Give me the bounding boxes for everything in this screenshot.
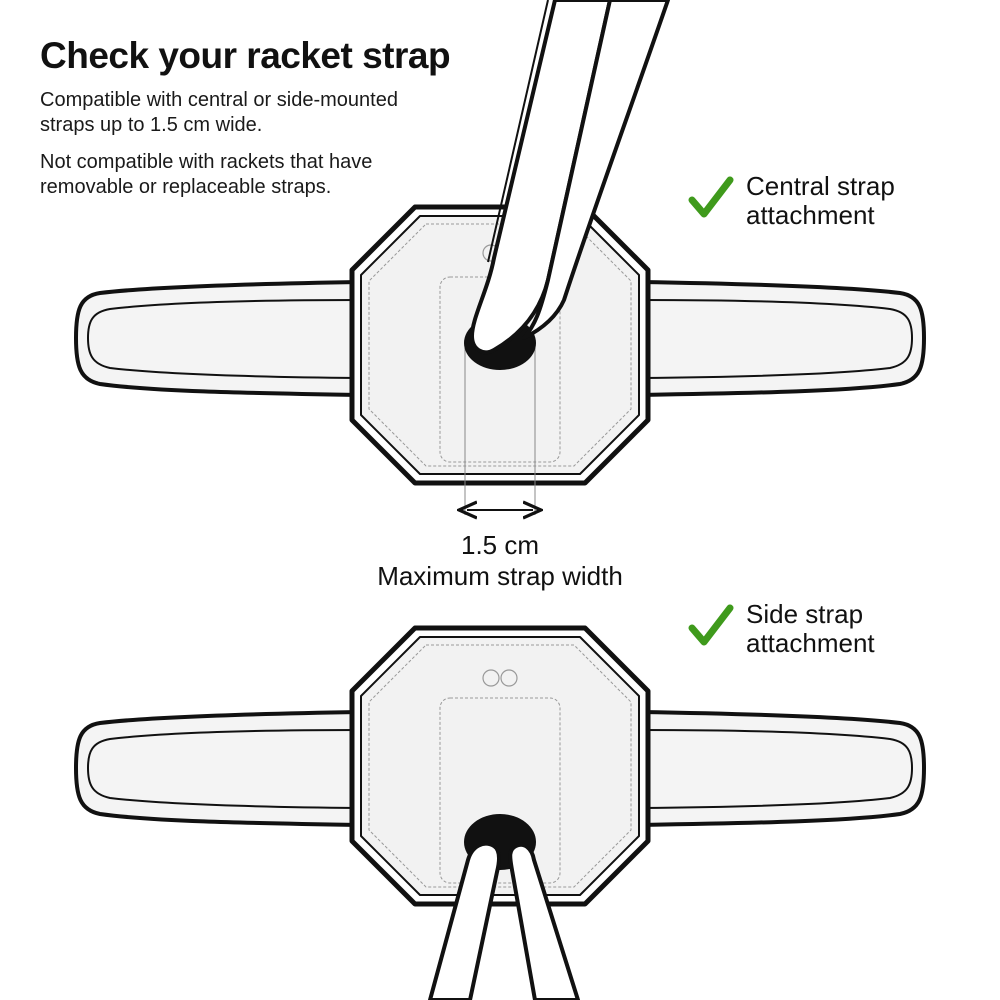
band-right-bottom [638,710,926,827]
central-strap-option: Central strap attachment [688,172,895,230]
band-left [74,280,362,397]
measurement-caption: Maximum strap width [377,561,623,591]
compatibility-note: Compatible with central or side-mounted … [40,89,398,136]
mount-body-bottom [349,625,651,907]
check-icon [688,604,734,646]
central-strap [470,0,670,355]
side-strap-label: Side strap attachment [746,599,875,658]
measurement-label: 1.5 cm Maximum strap width [300,530,700,592]
side-mount-diagram [74,625,926,1000]
band-left-bottom [74,710,362,827]
side-strap-option: Side strap attachment [688,600,875,658]
central-mount-diagram [74,0,926,515]
central-strap-label: Central strap attachment [746,171,895,230]
incompatibility-note: Not compatible with rackets that have re… [40,151,373,198]
side-strap [428,841,580,1000]
page-title: Check your racket strap [40,35,451,76]
check-icon [688,176,734,218]
measurement-value: 1.5 cm [460,530,540,560]
band-right [638,280,926,397]
